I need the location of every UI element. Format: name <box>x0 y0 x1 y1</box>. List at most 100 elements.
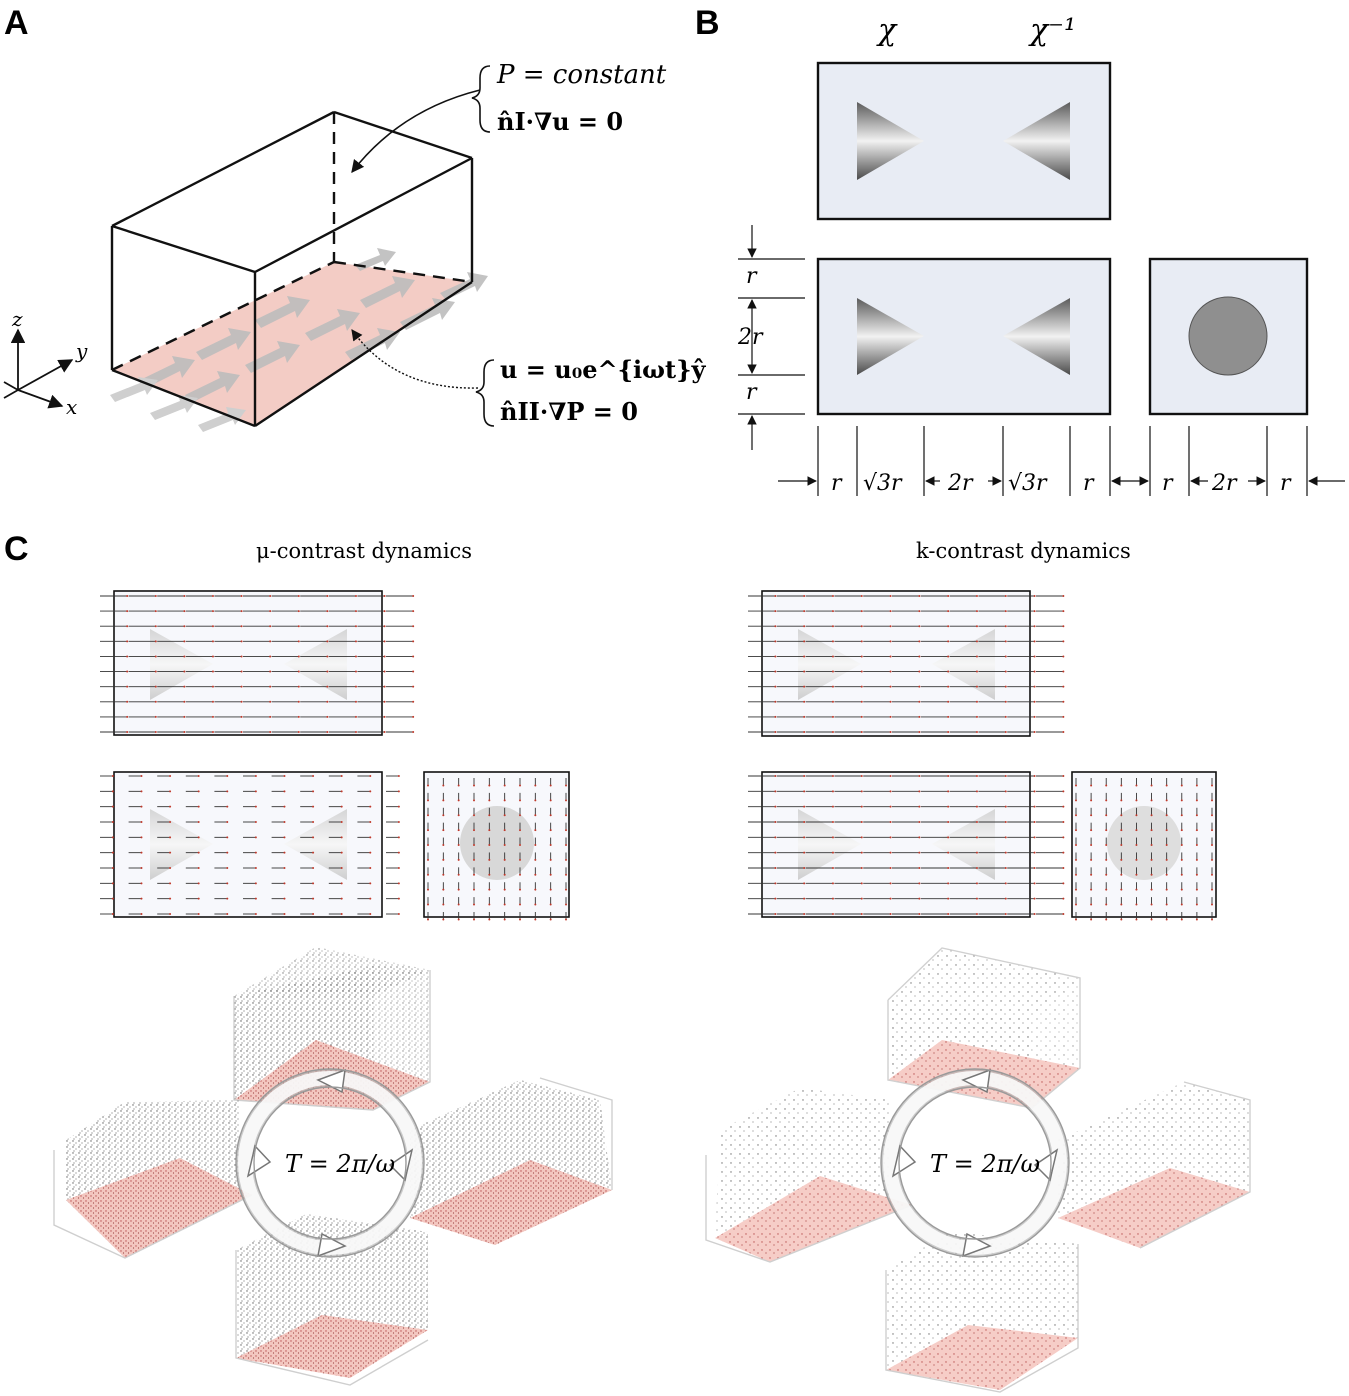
field-vector-tip <box>1062 851 1065 854</box>
field-vector-tip <box>1165 784 1168 787</box>
field-vector-tip <box>312 851 315 854</box>
field-vector-tip <box>889 595 892 597</box>
field-vector-tip <box>126 715 129 718</box>
field-vector-tip <box>565 858 567 861</box>
k-particle-cycle: T = 2π/ω <box>705 947 1251 1393</box>
field-vector-tip <box>860 625 863 628</box>
field-vector-tip <box>283 790 286 793</box>
field-vector-tip <box>442 903 445 906</box>
field-vector-tip <box>503 814 506 817</box>
field-vector-tip <box>397 913 400 915</box>
field-vector-tip <box>774 685 777 688</box>
field-vector-tip <box>226 790 229 793</box>
bc-bottom-line2: n̂II·∇P = 0 <box>500 397 638 426</box>
field-vector-tip <box>397 882 400 885</box>
field-vector-tip <box>1033 775 1036 777</box>
field-vector-tip <box>383 700 386 703</box>
field-vector-tip <box>326 700 329 703</box>
field-vector-tip <box>831 897 834 900</box>
field-vector-tip <box>774 867 777 869</box>
field-vector-tip <box>326 595 329 597</box>
field-vector-tip <box>1033 731 1036 733</box>
field-vector-tip <box>860 897 863 900</box>
field-vector-tip <box>1062 821 1065 823</box>
field-vector-tip <box>297 685 300 688</box>
field-vector-tip <box>457 799 460 802</box>
cell-chi-top <box>816 61 1112 221</box>
panel-a-box <box>110 65 495 432</box>
field-vector-tip <box>1180 888 1183 891</box>
field-vector-tip <box>111 790 114 793</box>
bc-top-line2: n̂I·∇u = 0 <box>497 107 623 136</box>
field-vector-tip <box>1004 731 1007 733</box>
field-vector-tip <box>1211 858 1213 861</box>
field-vector-tip <box>860 775 863 777</box>
field-vector-tip <box>803 790 806 793</box>
cone-left <box>1003 102 1070 180</box>
field-vector-tip <box>412 685 415 688</box>
title-mu-contrast: μ-contrast dynamics <box>256 539 472 563</box>
field-vector-tip <box>1062 715 1065 718</box>
field-vector-tip <box>1180 799 1183 802</box>
field-vector-tip <box>918 670 921 673</box>
field-vector-tip <box>154 655 157 658</box>
field-vector-tip <box>254 821 257 823</box>
field-vector-tip <box>860 851 863 854</box>
field-vector-tip <box>1075 829 1077 832</box>
dim-h-r-4: r <box>1280 471 1292 496</box>
field-vector-tip <box>947 790 950 793</box>
field-vector-tip <box>1004 821 1007 823</box>
field-vector-tip <box>427 814 429 817</box>
field-vector-tip <box>774 655 777 658</box>
field-vector-tip <box>427 844 429 846</box>
field-vector-tip <box>803 655 806 658</box>
field-vector-tip <box>457 829 460 832</box>
field-vector-tip <box>111 836 114 839</box>
field-vector-tip <box>1105 873 1108 876</box>
field-vector-tip <box>488 873 491 876</box>
field-vector-tip <box>774 731 777 733</box>
field-vector-tip <box>240 731 243 733</box>
field-vector-tip <box>126 700 129 703</box>
field-vector-tip <box>1105 858 1108 861</box>
field-vector-tip <box>774 700 777 703</box>
field-vector-tip <box>111 897 114 900</box>
field-vector-tip <box>947 595 950 597</box>
field-vector-tip <box>534 799 537 802</box>
field-vector-tip <box>1062 836 1065 839</box>
field-vector-tip <box>457 784 460 787</box>
field-vector-tip <box>140 821 143 823</box>
field-vector-tip <box>1004 625 1007 628</box>
field-vector-tip <box>565 829 567 832</box>
field-vector-tip <box>1033 851 1036 854</box>
field-vector-tip <box>1211 799 1213 802</box>
field-vector-tip <box>412 625 415 628</box>
field-vector-tip <box>889 700 892 703</box>
field-vector-tip <box>918 775 921 777</box>
particle-box-right <box>410 1077 613 1245</box>
field-vector-tip <box>889 655 892 658</box>
field-vector-tip <box>1135 799 1138 802</box>
field-vector-tip <box>457 888 460 891</box>
field-vector-tip <box>1004 775 1007 777</box>
cone-right <box>857 102 924 180</box>
field-vector-tip <box>975 595 978 597</box>
field-vector-tip <box>1033 715 1036 718</box>
field-vector-tip <box>803 897 806 900</box>
field-vector-tip <box>549 829 552 832</box>
field-vector-tip <box>975 625 978 628</box>
field-vector-tip <box>1033 670 1036 673</box>
field-vector-tip <box>1195 858 1198 861</box>
field-vector-tip <box>1062 640 1065 643</box>
field-vector-tip <box>488 784 491 787</box>
field-vector-tip <box>211 731 214 733</box>
field-vector-tip <box>918 882 921 885</box>
field-vector-tip <box>1195 918 1198 921</box>
field-vector-tip <box>831 836 834 839</box>
field-vector-tip <box>226 836 229 839</box>
field-vector-tip <box>211 655 214 658</box>
field-vector-tip <box>340 867 343 869</box>
field-vector-tip <box>269 640 272 643</box>
dim-h-r-3: r <box>1162 471 1174 496</box>
panel-label-c: C <box>4 530 29 568</box>
